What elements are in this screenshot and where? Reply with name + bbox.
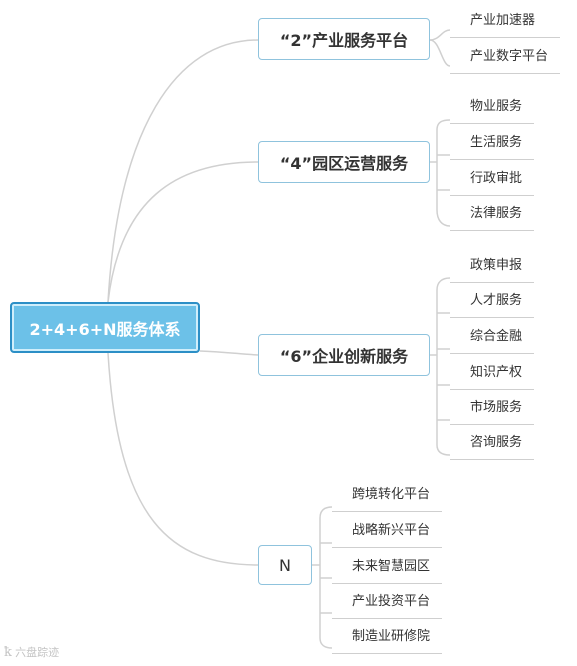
leaf-node[interactable]: 生活服务 [450,126,534,160]
leaf-node[interactable]: 行政审批 [450,162,534,196]
connector-root-branch-1 [107,39,259,303]
leaf-node[interactable]: 市场服务 [450,391,534,425]
root-node[interactable]: 2+4+6+N服务体系 [10,302,200,353]
branch-node-n[interactable]: N [258,545,312,585]
leaf-node[interactable]: 法律服务 [450,197,534,231]
branch-node-6-enterprise-innovation[interactable]: “6”企业创新服务 [258,334,430,376]
connector-branch3-ticks [437,312,450,421]
leaf-node[interactable]: 物业服务 [450,90,534,124]
connector-branch1-leaf-2 [429,39,451,67]
leaf-node[interactable]: 产业数字平台 [450,40,560,74]
connector-branch3-rail [436,277,451,456]
connector-branch2-ticks [437,154,450,191]
connector-branch2-rail [436,119,451,227]
connector-branch1-leaf-1 [429,29,451,41]
watermark-logo-icon: ꝁ [4,644,13,660]
leaf-node[interactable]: 制造业研修院 [332,620,442,654]
leaf-node[interactable]: 产业投资平台 [332,585,442,619]
connector-root-branch-3 [199,350,259,356]
connector-root-branch-4 [107,352,259,566]
connector-branch4-ticks [320,542,332,614]
leaf-node[interactable]: 综合金融 [450,320,534,354]
leaf-node[interactable]: 战略新兴平台 [332,514,442,548]
branch-node-2-platforms[interactable]: “2”产业服务平台 [258,18,430,60]
branch-node-4-park-operations[interactable]: “4”园区运营服务 [258,141,430,183]
connector-root-branch-2 [107,161,259,303]
leaf-node[interactable]: 知识产权 [450,356,534,390]
watermark-text: 六盘踪迹 [15,646,60,659]
watermark: ꝁ 六盘踪迹 [4,644,59,660]
leaf-node[interactable]: 政策申报 [450,249,534,283]
leaf-node[interactable]: 跨境转化平台 [332,478,442,512]
leaf-node[interactable]: 咨询服务 [450,426,534,460]
leaf-node[interactable]: 产业加速器 [450,4,560,38]
leaf-node[interactable]: 人才服务 [450,284,534,318]
leaf-node[interactable]: 未来智慧园区 [332,550,442,584]
